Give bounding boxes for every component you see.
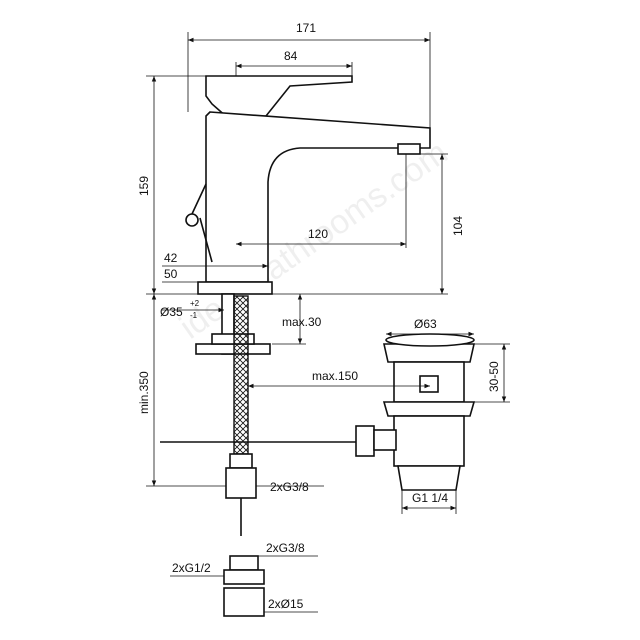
dim-adapter-diameter: 2xØ15 bbox=[268, 597, 304, 611]
dim-adapter-thread-left: 2xG1/2 bbox=[172, 561, 211, 575]
dim-hole-tol-plus: +2 bbox=[190, 299, 200, 308]
dim-spout-height: 104 bbox=[451, 216, 465, 236]
dimension-lines bbox=[146, 32, 510, 613]
dim-hole-tol-minus: -1 bbox=[190, 311, 198, 320]
dim-width-overall: 171 bbox=[296, 21, 316, 35]
dim-lever-length: 84 bbox=[284, 49, 298, 63]
dim-waste-diameter: Ø63 bbox=[414, 317, 437, 331]
dim-waste-thread: G1 1/4 bbox=[412, 491, 448, 505]
dim-max-150: max.150 bbox=[312, 369, 358, 383]
faucet-body bbox=[185, 75, 431, 295]
dim-min-350: min.350 bbox=[137, 371, 151, 414]
dim-hole-diameter: Ø35 bbox=[160, 305, 183, 319]
dim-hose-thread: 2xG3/8 bbox=[270, 480, 309, 494]
dim-base-42: 42 bbox=[164, 251, 178, 265]
dim-adapter-thread-top: 2xG3/8 bbox=[266, 541, 305, 555]
dim-waste-height: 30-50 bbox=[487, 361, 501, 392]
mounting-assembly bbox=[195, 293, 271, 536]
hose-adapter bbox=[223, 555, 265, 617]
pop-up-waste bbox=[160, 333, 476, 491]
dim-spout-reach: 120 bbox=[308, 227, 328, 241]
dim-max-30: max.30 bbox=[282, 315, 322, 329]
dim-base-50: 50 bbox=[164, 267, 178, 281]
dim-height-overall: 159 bbox=[137, 176, 151, 196]
